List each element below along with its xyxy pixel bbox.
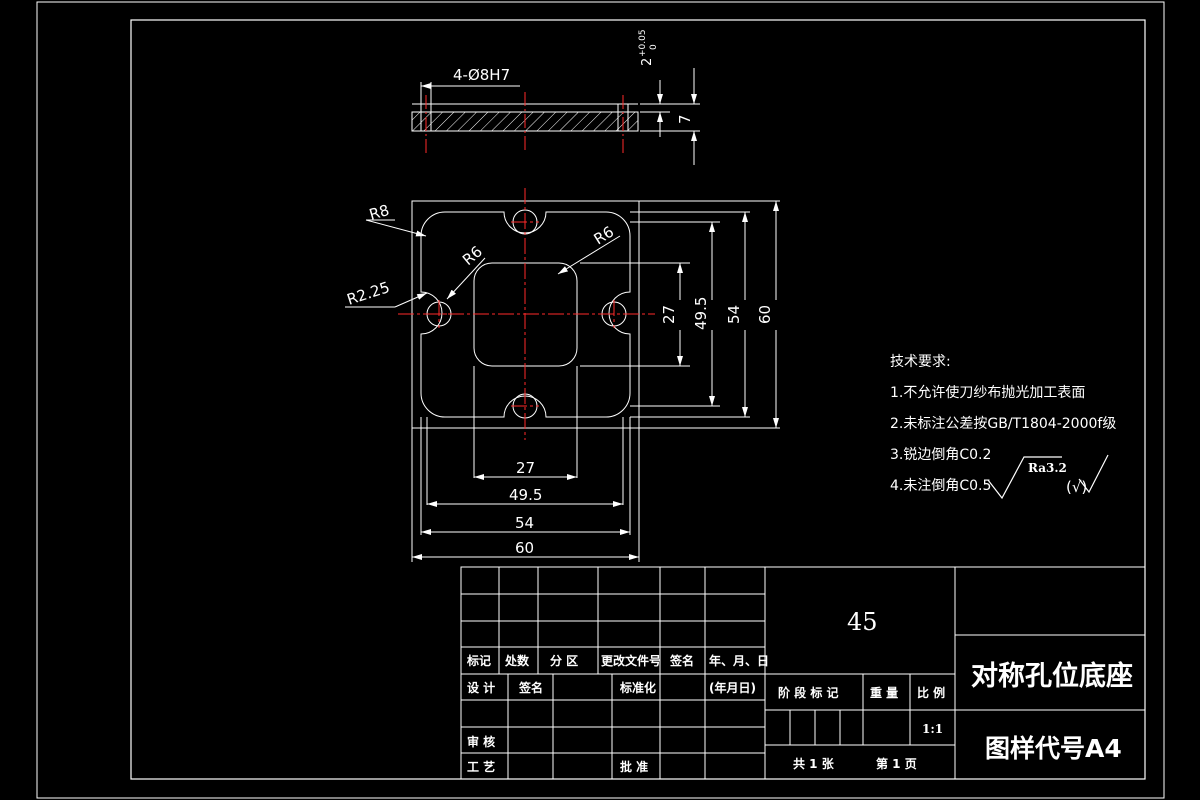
radius-r6-right-label: R6 [591, 223, 617, 249]
dim-v-60-label: 60 [756, 305, 774, 324]
outer-border [36, 1, 1165, 799]
tech-note-4: 4.未注倒角C0.5 [890, 478, 992, 494]
rev-header-sign: 签名 [669, 653, 694, 668]
material-label: 45 [847, 608, 878, 636]
design-label: 设 计 [467, 680, 495, 695]
tech-note-3: 3.锐边倒角C0.2 [890, 447, 992, 463]
dim-h-60-label: 60 [515, 539, 534, 557]
radius-r6-left-label: R6 [459, 242, 486, 269]
part-name: 对称孔位底座 [971, 660, 1133, 692]
rev-header-zone: 分 区 [550, 653, 578, 668]
title-block-grid [460, 566, 1146, 780]
dim-h-54-label: 54 [515, 514, 534, 532]
tech-note-2: 2.未标注公差按GB/T1804-2000f级 [890, 416, 1117, 432]
radius-r8-label: R8 [367, 201, 391, 224]
approve-label: 批 准 [620, 759, 648, 774]
rev-header-mark: 标记 [466, 653, 491, 668]
sheet-number: 第 1 页 [876, 756, 917, 771]
date-label: (年月日) [709, 680, 756, 695]
dim-v-495-label: 49.5 [692, 297, 710, 330]
review-label: 审 核 [467, 734, 495, 749]
roughness-label: Ra3.2 [1028, 461, 1067, 475]
radius-r225-label: R2.25 [345, 278, 392, 309]
standardize-label: 标准化 [619, 680, 656, 695]
drawing-number: 图样代号A4 [985, 734, 1122, 763]
weight-label: 重 量 [870, 685, 898, 700]
slot-tol-dev-label: +0.05 [638, 29, 648, 57]
rev-header-doc: 更改文件号 [601, 653, 661, 668]
process-label: 工 艺 [467, 759, 495, 774]
sheet-total: 共 1 张 [793, 756, 835, 771]
scale-value: 1:1 [922, 722, 943, 736]
slot-tol-label: 2 [640, 58, 655, 66]
tech-note-1: 1.不允许使刀纱布抛光加工表面 [890, 385, 1086, 401]
dim-h-495-label: 49.5 [509, 486, 542, 504]
hole-callout-label: 4-Ø8H7 [453, 66, 510, 84]
sign-label: 签名 [518, 680, 543, 695]
slot-tol-dev-lo-label: 0 [649, 44, 659, 50]
section-centerlines [425, 92, 624, 156]
rev-header-date: 年、月、日 [709, 653, 769, 668]
roughness-paren: (√) [1066, 478, 1087, 496]
tech-notes: 技术要求: 1.不允许使刀纱布抛光加工表面 2.未标注公差按GB/T1804-2… [890, 352, 1116, 507]
scale-header-label: 比 例 [917, 685, 945, 700]
thickness-label: 7 [676, 114, 694, 124]
dim-v-54-label: 54 [725, 305, 743, 324]
rev-header-count: 处数 [504, 653, 530, 668]
roughness-symbol [987, 454, 1109, 500]
plan-view [345, 200, 780, 562]
plan-centerlines [398, 188, 655, 440]
dim-h-27-label: 27 [516, 459, 535, 477]
stage-mark-label: 阶 段 标 记 [778, 685, 839, 700]
tech-notes-heading: 技术要求: [890, 354, 951, 370]
dim-v-27-label: 27 [660, 305, 678, 324]
